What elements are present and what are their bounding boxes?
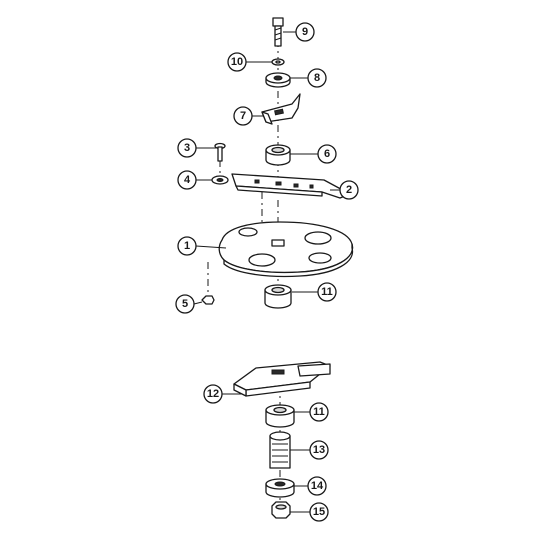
part-10-washer bbox=[271, 58, 285, 66]
callout-5: 5 bbox=[175, 294, 195, 314]
part-6-bushing bbox=[265, 144, 291, 166]
callout-11-lower: 11 bbox=[309, 402, 329, 422]
callout-7: 7 bbox=[233, 106, 253, 126]
part-5-nut bbox=[201, 295, 215, 305]
part-4-washer bbox=[211, 175, 229, 185]
part-12-adapter bbox=[233, 361, 331, 397]
part-14-washer bbox=[265, 478, 295, 498]
svg-text:7: 7 bbox=[240, 110, 246, 122]
callout-11-upper: 11 bbox=[317, 282, 337, 302]
part-13-threaded-sleeve bbox=[269, 431, 291, 469]
svg-text:3: 3 bbox=[184, 142, 190, 154]
callout-14: 14 bbox=[307, 476, 327, 496]
svg-text:11: 11 bbox=[313, 406, 325, 418]
svg-text:10: 10 bbox=[231, 56, 243, 68]
callout-3: 3 bbox=[177, 138, 197, 158]
callout-2: 2 bbox=[339, 180, 359, 200]
svg-text:9: 9 bbox=[302, 26, 308, 38]
part-1-disc-plate bbox=[218, 221, 354, 278]
callout-13: 13 bbox=[309, 440, 329, 460]
callout-1: 1 bbox=[177, 236, 197, 256]
svg-text:4: 4 bbox=[184, 174, 191, 186]
svg-text:6: 6 bbox=[324, 148, 330, 160]
part-8-washer bbox=[265, 72, 291, 88]
svg-text:8: 8 bbox=[314, 72, 320, 84]
part-9-bolt bbox=[272, 17, 284, 47]
callout-10: 10 bbox=[227, 52, 247, 72]
part-3-screw bbox=[214, 142, 226, 162]
svg-text:12: 12 bbox=[207, 388, 219, 400]
svg-text:13: 13 bbox=[313, 444, 325, 456]
svg-text:11: 11 bbox=[321, 286, 333, 298]
callout-12: 12 bbox=[203, 384, 223, 404]
leader-lines bbox=[193, 31, 340, 513]
svg-text:5: 5 bbox=[182, 298, 188, 310]
svg-text:14: 14 bbox=[311, 480, 324, 492]
part-11-bushing-lower bbox=[265, 404, 295, 428]
callout-8: 8 bbox=[307, 68, 327, 88]
part-15-nut bbox=[271, 501, 291, 519]
callout-4: 4 bbox=[177, 170, 197, 190]
svg-text:15: 15 bbox=[313, 506, 325, 518]
part-11-bushing-upper bbox=[264, 284, 292, 309]
svg-text:2: 2 bbox=[346, 184, 352, 196]
svg-text:1: 1 bbox=[184, 240, 190, 252]
part-7-bracket bbox=[261, 93, 301, 125]
callout-6: 6 bbox=[317, 144, 337, 164]
part-2-blade bbox=[231, 173, 351, 199]
callout-9: 9 bbox=[295, 22, 315, 42]
callout-15: 15 bbox=[309, 502, 329, 522]
